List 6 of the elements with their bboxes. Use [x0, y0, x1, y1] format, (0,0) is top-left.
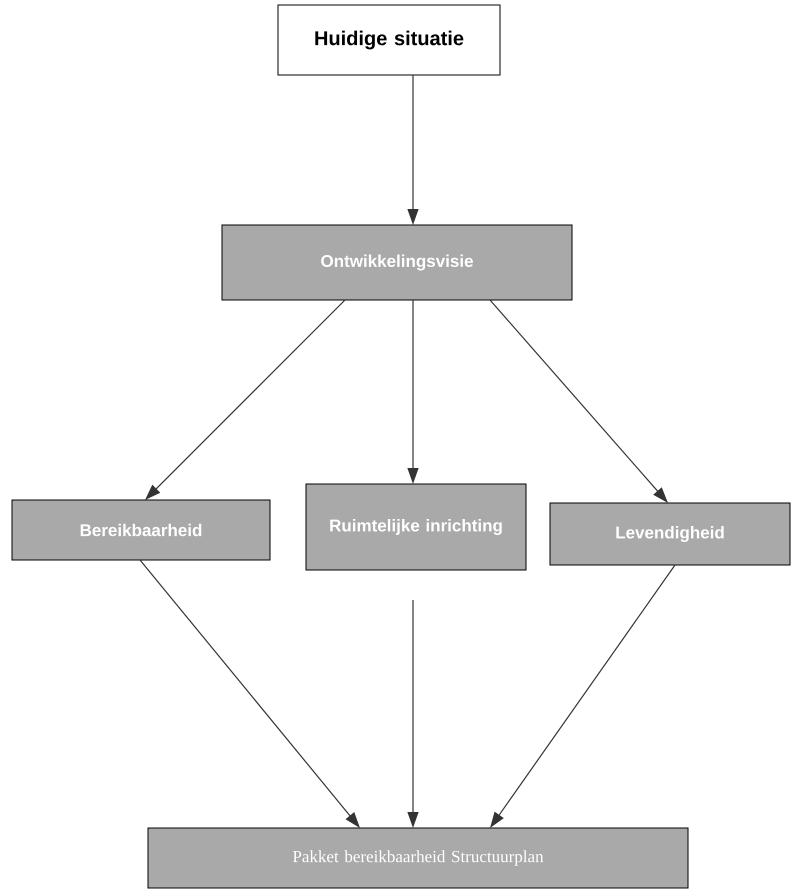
process-box: Ontwikkelingsvisie — [222, 224, 572, 300]
result-box: Pakket bereikbaarheid Structuurplan — [148, 828, 688, 888]
process-box: Huidige situatie — [278, 4, 500, 76]
process-box: Ruimtelijke inrichting — [306, 484, 526, 570]
process-box: Bereikbaarheid — [12, 500, 270, 560]
process-box: Levendigheid — [550, 502, 790, 566]
